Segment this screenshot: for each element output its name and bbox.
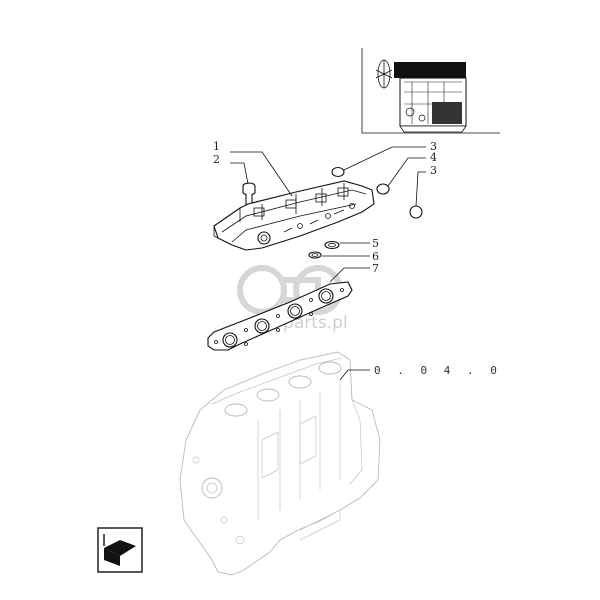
engine-block-ghost — [179, 351, 381, 576]
seal-ring-part — [324, 240, 340, 250]
head-gasket-part — [207, 281, 353, 351]
plug-part-lower — [409, 205, 423, 219]
callout-1: 1 — [213, 140, 220, 153]
leader-lines — [230, 146, 426, 381]
engine-thumbnail-icon — [361, 48, 500, 134]
callout-7: 7 — [372, 262, 379, 275]
washer-part — [308, 251, 322, 259]
plug-part-upper — [331, 166, 345, 178]
callout-5: 5 — [372, 237, 379, 250]
callout-4: 4 — [430, 151, 437, 164]
plug-part-middle — [376, 183, 390, 195]
callout-6: 6 — [372, 250, 379, 263]
callout-3-lower: 3 — [430, 164, 437, 177]
callout-2: 2 — [213, 153, 220, 166]
callout-3-upper: 3 — [430, 140, 437, 153]
return-arrow-icon[interactable] — [97, 527, 143, 573]
cylinder-head-part — [213, 180, 375, 251]
reference-group-label: 0 . 0 4 . 0 — [374, 364, 502, 377]
